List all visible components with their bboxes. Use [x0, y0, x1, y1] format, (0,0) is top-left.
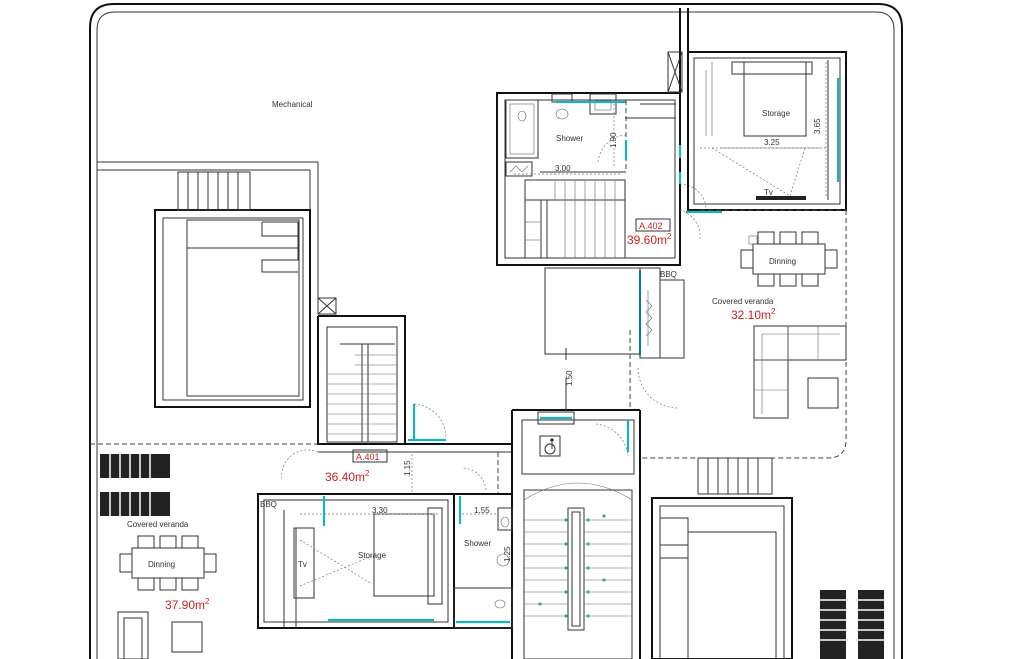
sun-loungers-left [100, 454, 170, 516]
label-covered-veranda-left: Covered veranda [127, 520, 189, 529]
central-core [511, 348, 641, 659]
label-bbq-right: BBQ [660, 270, 677, 279]
pool [154, 171, 337, 408]
label-dinning-right: Dinning [769, 257, 796, 266]
label-mechanical: Mechanical [272, 100, 313, 109]
sun-loungers-right [820, 590, 884, 659]
bbq-right-unit [638, 267, 685, 359]
right-lower-zone [651, 457, 884, 659]
label-storage-upper: Storage [762, 109, 791, 118]
left-veranda [100, 454, 217, 659]
area-right-veranda: 32.10m2 [731, 307, 776, 322]
label-tv-lower: Tv [298, 560, 307, 569]
area-a402: 39.60m2 [627, 232, 672, 247]
tag-a401: A.401 [356, 452, 380, 462]
main-staircase [523, 482, 633, 659]
unit-tags: A.402 A.401 [352, 218, 671, 463]
dim-155: 1.55 [474, 506, 490, 515]
area-a401: 36.40m2 [325, 469, 370, 484]
sofa-right [753, 325, 847, 419]
unit-a401 [90, 403, 513, 659]
wheelchair-icon [539, 435, 561, 457]
dim-190: 1.90 [609, 132, 618, 148]
label-shower-upper: Shower [556, 134, 583, 143]
dim-365: 3.65 [813, 118, 822, 134]
dim-300: 3.00 [555, 164, 571, 173]
dining-table-right [740, 231, 838, 287]
dim-115: 1.15 [403, 460, 412, 476]
dim-150: 1.50 [565, 370, 574, 386]
dim-330: 3.30 [372, 506, 388, 515]
label-storage-lower: Storage [358, 551, 387, 560]
label-dinning-left: Dinning [148, 560, 175, 569]
dining-table-left [119, 535, 217, 591]
pool-steps [177, 171, 251, 211]
dim-325: 3.25 [764, 138, 780, 147]
unit-a402 [496, 8, 707, 266]
dimensions: 3.00 1.90 3.25 3.65 1.50 1.15 3.30 1.55 … [300, 62, 827, 562]
dim-125: 1.25 [503, 546, 512, 562]
area-left-veranda: 37.90m2 [165, 597, 210, 612]
outer-boundary [89, 3, 903, 659]
tag-a402: A.402 [639, 221, 663, 231]
label-bbq-left: BBQ [260, 500, 277, 509]
left-staircase [317, 315, 406, 445]
label-covered-veranda-right: Covered veranda [712, 297, 774, 306]
right-veranda [544, 209, 847, 459]
label-shower-lower: Shower [464, 539, 491, 548]
label-tv-upper: Tv [764, 188, 773, 197]
room-labels: Mechanical Shower Storage Dinning Covere… [127, 100, 796, 569]
area-labels: 39.60m2 32.10m2 36.40m2 37.90m2 [165, 232, 776, 612]
